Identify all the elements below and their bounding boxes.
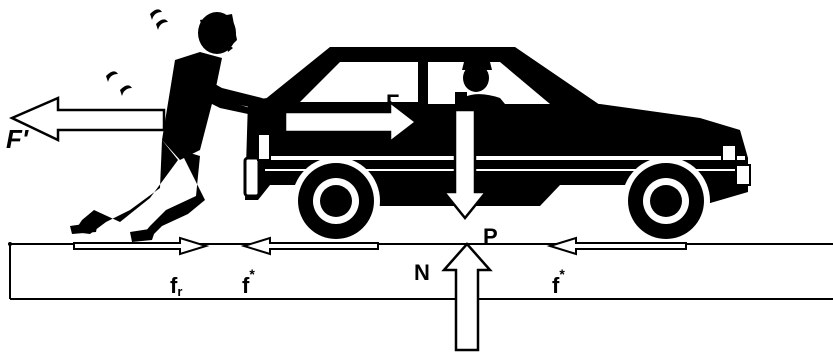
walker-friction-label-sub: r <box>177 284 182 299</box>
weight-label: P <box>483 224 498 249</box>
walker-friction-label-base: f <box>170 273 178 298</box>
car-friction-rear-label-sup: * <box>249 266 255 282</box>
normal-force-arrow <box>441 242 493 352</box>
person-pushing-icon <box>70 12 276 242</box>
car-icon <box>243 47 751 245</box>
car-friction-front-label-base: f <box>552 273 560 298</box>
car-friction-rear-label: f* <box>242 266 255 298</box>
normal-force-label: N <box>414 260 430 285</box>
car-friction-rear-label-base: f <box>242 273 250 298</box>
driver-icon <box>455 62 505 104</box>
car-friction-rear-arrow <box>240 236 379 256</box>
reaction-force-label: F' <box>6 124 29 154</box>
weight-arrow <box>441 108 489 220</box>
reaction-force-arrow <box>8 96 166 142</box>
push-force-arrow <box>283 99 419 145</box>
walker-friction-label: fr <box>170 273 182 299</box>
car-friction-front-label-sup: * <box>559 266 565 282</box>
car-friction-front-arrow <box>546 236 687 256</box>
push-force-label: F <box>386 90 399 115</box>
car-friction-front-label: f* <box>552 266 565 298</box>
walker-friction-arrow <box>73 236 210 256</box>
sweat-drops-icon <box>106 9 168 96</box>
